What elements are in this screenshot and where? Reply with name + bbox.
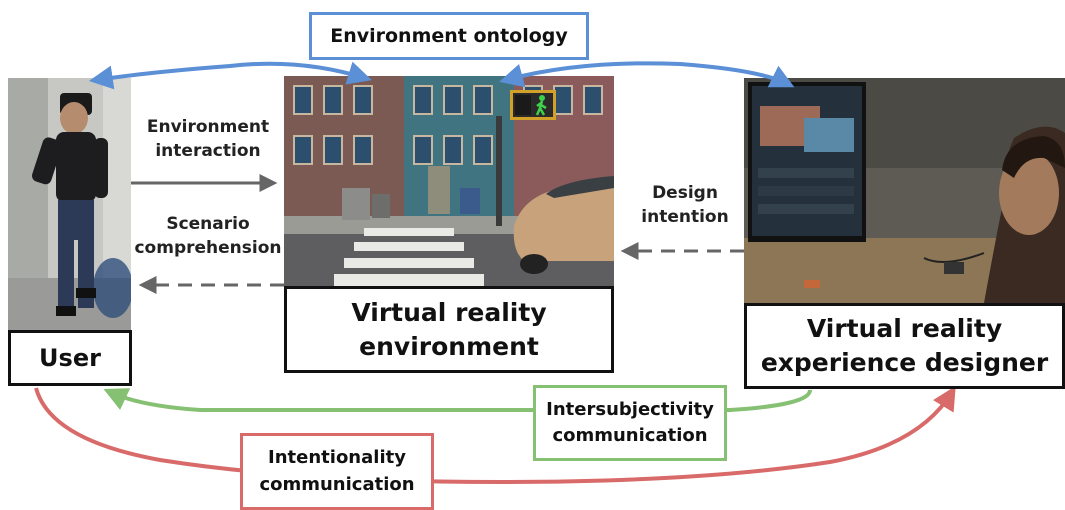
design-intention-label: Design intention <box>641 183 729 227</box>
walk-signal-icon <box>510 90 556 120</box>
scenario-comprehension-label: Scenario comprehension <box>134 214 282 258</box>
environment-ontology-label: Environment ontology <box>309 12 589 60</box>
ontology-arrow-left <box>88 61 372 90</box>
vr-environment-node: Virtual reality environment <box>284 286 614 373</box>
ontology-arrow-right <box>499 61 795 88</box>
vr-scene-image <box>284 76 614 286</box>
intersubjectivity-label: Intersubjectivity communication <box>533 385 727 461</box>
vr-designer-node: Virtual reality experience designer <box>744 303 1065 389</box>
intersubjectivity-curve <box>103 388 812 412</box>
user-photo <box>8 78 131 330</box>
designer-photo <box>744 78 1065 303</box>
environment-interaction-label: Environment interaction <box>146 117 270 161</box>
user-node: User <box>8 330 132 386</box>
intentionality-curve <box>34 385 956 485</box>
intentionality-label: Intentionality communication <box>240 433 434 510</box>
